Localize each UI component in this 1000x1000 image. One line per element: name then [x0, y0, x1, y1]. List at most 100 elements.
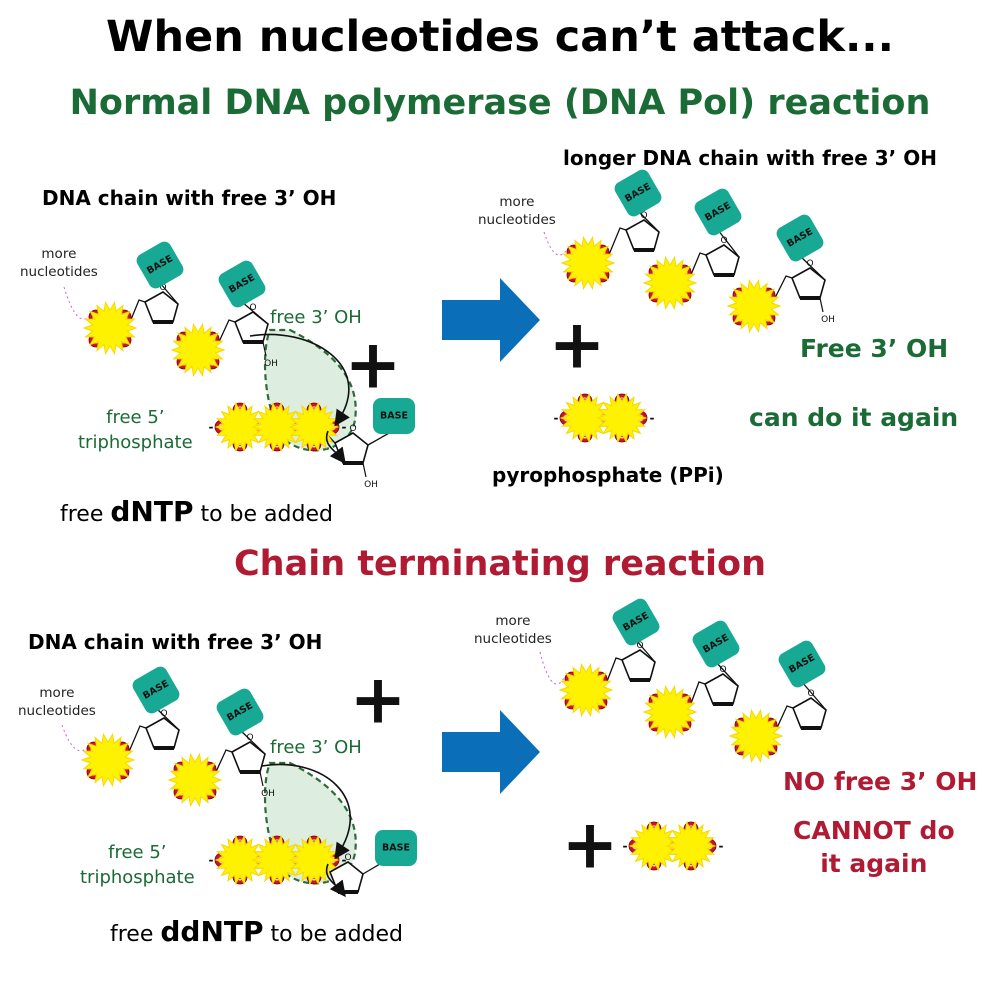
- burst-outline: [214, 834, 266, 886]
- minus-sign: -: [554, 411, 559, 425]
- dntp-label: free dNTP to be added: [60, 495, 333, 528]
- free-5-triphosphate-label-term: free 5’ triphosphate: [80, 842, 195, 889]
- sugar-ring: [620, 649, 656, 681]
- backbone-bond: [214, 749, 233, 775]
- oxygen-label: O: [274, 441, 279, 448]
- sugar-ring: [703, 673, 739, 705]
- base-block: BASE: [218, 260, 266, 308]
- deoxyribose-sugar: O OH: [230, 733, 275, 799]
- more-nucleotides-label: more nucleotides: [20, 246, 98, 281]
- burst-shape: [728, 708, 784, 764]
- deoxyribose-sugar: O: [703, 665, 739, 706]
- minus-sign: -: [623, 839, 628, 853]
- oxygen-label: O: [311, 441, 316, 448]
- burst-shape: [251, 401, 303, 453]
- burst-outline: [80, 732, 136, 788]
- free-3oh-label-term: free 3’ OH: [270, 737, 362, 758]
- burst-shape: [80, 732, 136, 788]
- burst-shape: [628, 820, 680, 872]
- oh-bond: [262, 341, 267, 357]
- plus-sign: +: [350, 661, 407, 740]
- leaving-arrow: [325, 863, 346, 898]
- base-square: [375, 830, 417, 866]
- label-pointer: [63, 286, 93, 320]
- normal-reaction-heading: Normal DNA polymerase (DNA Pol) reaction: [69, 83, 931, 123]
- label-pointer: [543, 231, 569, 256]
- backbone-bond: [605, 657, 623, 685]
- ring-oxygen: O: [636, 641, 643, 651]
- base-label: BASE: [382, 843, 410, 854]
- burst-outline: [642, 255, 698, 311]
- minus-sign: -: [209, 420, 214, 434]
- burst-shape: [558, 662, 614, 718]
- base-square: [136, 241, 184, 289]
- base-block: BASE: [132, 666, 180, 714]
- leaving-arrow: [325, 430, 346, 465]
- oxygen-label: O: [619, 432, 624, 439]
- deoxyribose-sugar: O: [624, 211, 660, 252]
- burst-shape: [560, 235, 616, 291]
- base-square: [778, 640, 826, 688]
- oh-bond: [819, 297, 824, 313]
- base-square: [614, 169, 662, 217]
- backbone-bond: [773, 275, 793, 301]
- dna-chain-label-term: DNA chain with free 3’ OH: [28, 630, 323, 654]
- oh-bond: [362, 462, 367, 478]
- base-block: BASE: [778, 640, 826, 688]
- burst-shape: [82, 300, 138, 356]
- cannot-do-again-label: CANNOT do it again: [793, 816, 955, 878]
- burst-outline: [642, 684, 698, 740]
- oh-label: OH: [264, 359, 278, 369]
- minus-sign: -: [209, 853, 214, 867]
- burst-shape: [559, 392, 611, 444]
- burst-outline: [628, 820, 680, 872]
- pyrophosphate-label: pyrophosphate (PPi): [492, 463, 724, 487]
- backbone-bond: [635, 639, 656, 663]
- burst-outline: [251, 401, 303, 453]
- dna-chain-label: DNA chain with free 3’ OH: [42, 186, 337, 210]
- sugar-ring: [230, 741, 266, 773]
- burst-shape: [642, 684, 698, 740]
- minus-sign: -: [719, 839, 724, 853]
- oh-label: OH: [364, 480, 378, 490]
- page-title: When nucleotides can’t attack...: [106, 12, 894, 62]
- backbone-bond: [607, 227, 627, 258]
- base-square: [132, 666, 180, 714]
- base-block: BASE: [776, 214, 824, 262]
- oh-label: OH: [821, 315, 835, 325]
- ring-oxygen: O: [806, 259, 813, 269]
- backbone-bond: [689, 252, 707, 278]
- base-square: [694, 188, 742, 236]
- reaction-arrow: [442, 278, 540, 362]
- burst-shape: [251, 834, 303, 886]
- ring-oxygen: O: [640, 211, 647, 221]
- ring-oxygen: O: [246, 733, 253, 743]
- sugar-ring: [790, 267, 826, 299]
- base-label: BASE: [380, 411, 408, 422]
- sugar-ring: [624, 219, 660, 251]
- sugar-ring: [144, 717, 180, 749]
- more-nucleotides-label-term: more nucleotides: [18, 685, 96, 720]
- backbone-bond: [127, 725, 147, 755]
- attack-arrow: [249, 333, 350, 427]
- backbone-bond: [715, 661, 739, 687]
- minus-sign: -: [342, 853, 347, 867]
- deoxyribose-sugar: O: [144, 709, 180, 750]
- deoxyribose-sugar: O: [791, 689, 827, 730]
- ring-oxygen: O: [349, 424, 356, 434]
- oh-label: OH: [261, 789, 275, 799]
- burst-outline: [665, 820, 717, 872]
- oh-bond: [259, 771, 264, 787]
- burst-shape: [642, 255, 698, 311]
- minus-sign: -: [650, 411, 655, 425]
- burst-shape: [665, 820, 717, 872]
- terminating-reaction-heading: Chain terminating reaction: [234, 544, 766, 584]
- burst-outline: [560, 235, 616, 291]
- minus-sign: -: [342, 420, 347, 434]
- burst-outline: [559, 392, 611, 444]
- oxygen-label: O: [688, 860, 693, 867]
- burst-outline: [558, 662, 614, 718]
- ring-oxygen: O: [719, 665, 726, 675]
- base-block: BASE: [612, 598, 660, 646]
- backbone-bond: [775, 705, 794, 731]
